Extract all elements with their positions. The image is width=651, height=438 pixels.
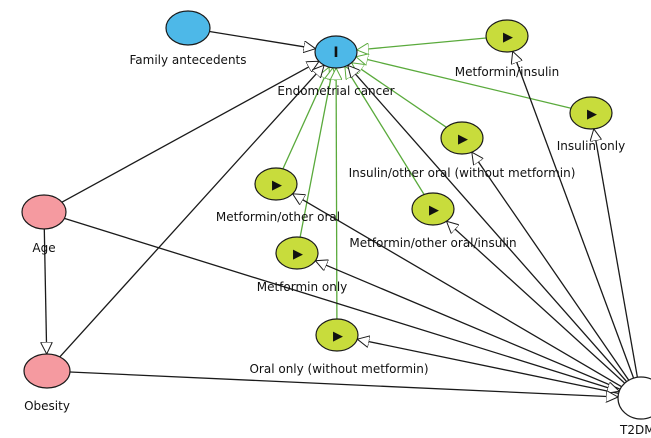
nodes-layer: I ▶ ▶ ▶ ▶ ▶ ▶ ▶ [21, 10, 651, 420]
edge-io-to-ec [356, 57, 572, 109]
play-icon: ▶ [458, 132, 468, 147]
edge-ioo-to-ec [352, 63, 447, 128]
edge-t2dm-to-io [594, 129, 639, 378]
play-icon: ▶ [587, 107, 597, 122]
edge-t2dm-to-oo [357, 339, 619, 395]
node-mo[interactable]: ▶ [275, 236, 319, 270]
node-obesity-shape[interactable] [23, 353, 71, 389]
node-mi-label: Metformin/insulin [455, 65, 559, 79]
node-mooi[interactable]: ▶ [411, 192, 455, 226]
node-t2dm-label: T2DM [619, 423, 651, 437]
node-age[interactable] [21, 194, 67, 230]
node-io[interactable]: ▶ [569, 96, 613, 130]
play-icon: ▶ [429, 203, 439, 218]
node-ec[interactable]: I [314, 35, 358, 69]
node-t2dm-shape[interactable] [617, 376, 651, 420]
edge-oo-to-ec [336, 68, 337, 320]
edge-t2dm-to-mi [513, 51, 635, 379]
node-family[interactable] [165, 10, 211, 46]
edge-t2dm-to-mo [315, 261, 621, 390]
node-age-shape[interactable] [21, 194, 67, 230]
edge-t2dm-to-moo [293, 194, 622, 388]
node-family-label: Family antecedents [129, 53, 246, 67]
node-moo[interactable]: ▶ [254, 167, 298, 201]
node-ec-shape[interactable] [314, 35, 358, 69]
node-mi-shape[interactable] [485, 19, 529, 53]
edge-moo-to-ec [282, 67, 329, 170]
node-oo-label: Oral only (without metformin) [249, 362, 428, 376]
edge-mooi-to-ec [345, 67, 425, 195]
edge-obesity-to-t2dm [69, 371, 618, 397]
edge-mo-to-ec [299, 68, 333, 238]
edge-age-to-ec [61, 60, 319, 203]
edge-t2dm-to-mooi [447, 221, 626, 384]
edge-obesity-to-ec [59, 65, 324, 358]
node-moo-shape[interactable] [254, 167, 298, 201]
node-io-shape[interactable] [569, 96, 613, 130]
edge-age-to-obesity [44, 228, 46, 354]
edges-layer [44, 30, 639, 398]
node-mi[interactable]: ▶ [485, 19, 529, 53]
node-mooi-shape[interactable] [411, 192, 455, 226]
node-obesity[interactable] [23, 353, 71, 389]
edge-t2dm-to-ioo [472, 152, 630, 381]
node-t2dm[interactable] [617, 376, 651, 420]
play-icon: ▶ [272, 178, 282, 193]
outcome-marker-icon: I [333, 45, 338, 61]
node-ioo-label: Insulin/other oral (without metformin) [349, 166, 576, 180]
node-oo-shape[interactable] [315, 318, 359, 352]
play-icon: ▶ [333, 329, 343, 344]
edge-mi-to-ec [357, 37, 487, 50]
edge-family-to-ec [209, 30, 316, 49]
node-mo-shape[interactable] [275, 236, 319, 270]
edge-age-to-t2dm [64, 217, 619, 391]
node-ioo[interactable]: ▶ [440, 121, 484, 155]
node-ioo-shape[interactable] [440, 121, 484, 155]
node-ec-label: Endometrial cancer [277, 84, 394, 98]
node-mo-label: Metformin only [257, 280, 348, 294]
node-io-label: Insulin only [557, 139, 625, 153]
node-age-label: Age [32, 241, 55, 255]
node-oo[interactable]: ▶ [315, 318, 359, 352]
play-icon: ▶ [503, 30, 513, 45]
node-family-shape[interactable] [165, 10, 211, 46]
node-moo-label: Metformin/other oral [216, 210, 340, 224]
edge-t2dm-to-ec [348, 65, 628, 383]
node-obesity-label: Obesity [24, 399, 70, 413]
node-mooi-label: Metformin/other oral/insulin [349, 236, 516, 250]
play-icon: ▶ [293, 247, 303, 262]
